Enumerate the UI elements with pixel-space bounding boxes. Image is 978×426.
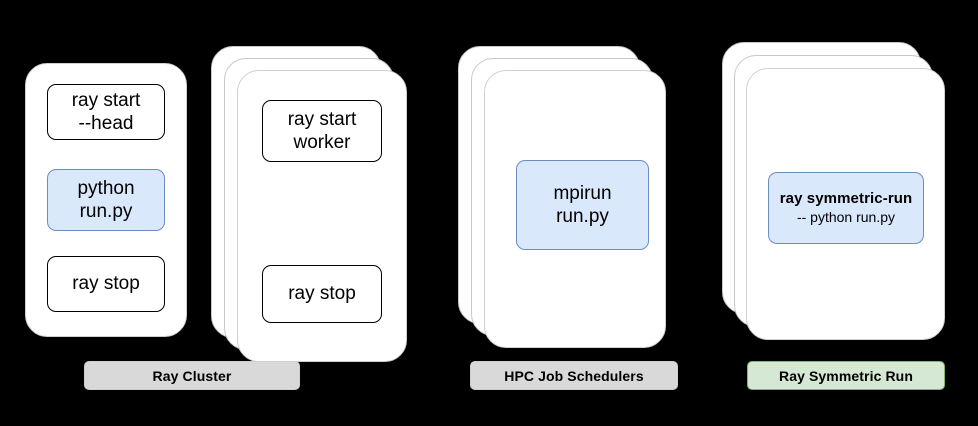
command-ray-start-worker[interactable]: ray start worker <box>262 100 382 162</box>
command-python-run[interactable]: python run.py <box>47 169 165 231</box>
command-line-1: python <box>77 177 135 199</box>
group-label-ray-cluster[interactable]: Ray Cluster <box>84 361 300 390</box>
command-line-1: ray stop <box>72 273 140 295</box>
command-line-1: ray stop <box>288 283 356 305</box>
command-line-2: -- python run.py <box>796 208 896 225</box>
group-label-ray-symmetric-run[interactable]: Ray Symmetric Run <box>747 361 945 390</box>
command-ray-start-head[interactable]: ray start --head <box>47 84 165 140</box>
command-ray-stop-worker[interactable]: ray stop <box>262 265 382 323</box>
group-label-text: HPC Job Schedulers <box>504 367 644 384</box>
command-mpirun-run[interactable]: mpirun run.py <box>516 160 649 250</box>
command-line-2: --head <box>78 113 134 134</box>
command-line-2: run.py <box>556 206 609 227</box>
group-label-text: Ray Symmetric Run <box>779 367 913 384</box>
command-line-1: ray symmetric-run <box>779 190 913 208</box>
command-line-1: mpirun <box>553 182 612 204</box>
command-ray-stop-head[interactable]: ray stop <box>47 256 165 312</box>
group-label-text: Ray Cluster <box>152 367 232 384</box>
command-line-2: worker <box>293 132 351 153</box>
command-ray-symmetric-run[interactable]: ray symmetric-run -- python run.py <box>768 172 924 244</box>
command-line-2: run.py <box>79 201 133 222</box>
command-line-1: ray start <box>287 108 357 130</box>
group-label-hpc-job-schedulers[interactable]: HPC Job Schedulers <box>470 361 678 390</box>
command-line-1: ray start <box>71 89 141 111</box>
